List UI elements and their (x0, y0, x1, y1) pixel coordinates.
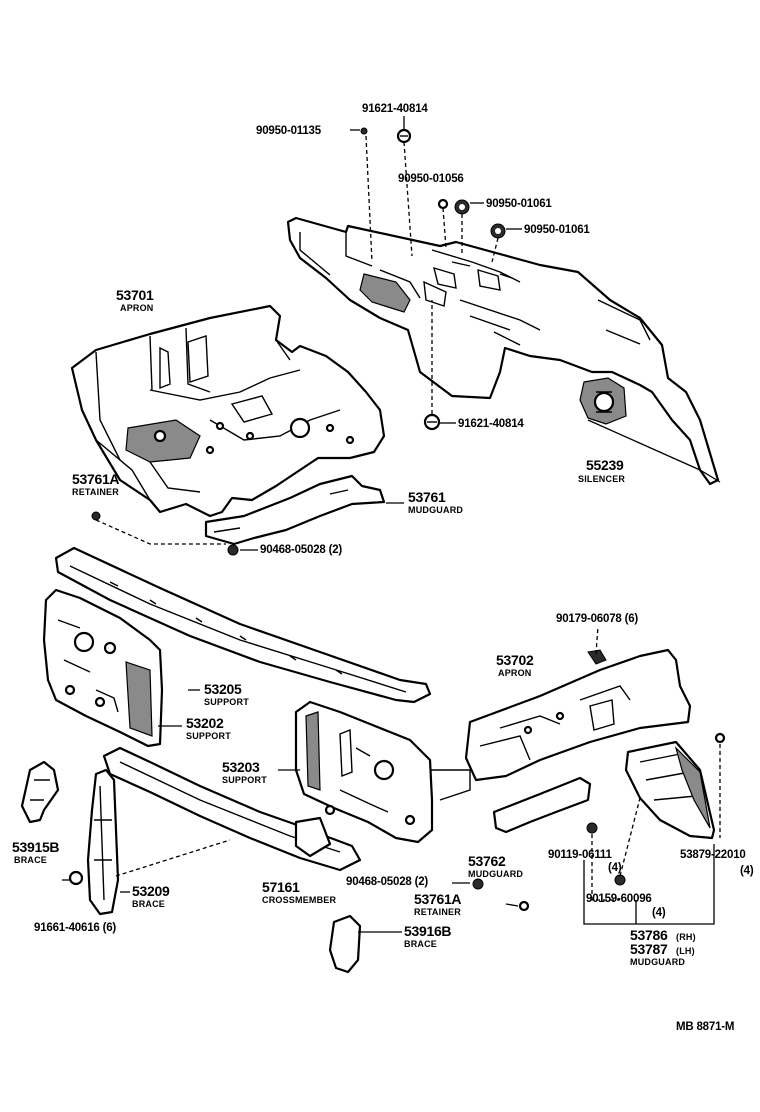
clip-icon (91, 511, 101, 521)
name-brace-1: BRACE (14, 855, 47, 865)
brace-53915b-part (20, 760, 60, 824)
bolt-icon (586, 822, 598, 834)
label-90159-60096: 90159-60096 (586, 893, 652, 905)
label-90950-01061-a: 90950-01061 (486, 198, 552, 210)
suffix-lh: (LH) (676, 946, 695, 956)
dash-silencer-part (286, 216, 720, 486)
label-90179-06078: 90179-06078 (6) (556, 613, 638, 625)
label-53209: 53209 (132, 883, 170, 899)
name-support-2: SUPPORT (186, 731, 231, 741)
suffix-rh: (RH) (676, 932, 696, 942)
bolt-icon (68, 870, 84, 886)
name-mudguard-3: MUDGUARD (630, 957, 685, 967)
support-53205-part (54, 546, 432, 704)
label-53205: 53205 (204, 681, 242, 697)
label-53701: 53701 (116, 287, 154, 303)
clip-icon (518, 900, 530, 912)
qty-90119: (4) (608, 862, 622, 874)
name-support-3: SUPPORT (222, 775, 267, 785)
brace-53209-part (86, 768, 120, 916)
label-91621-40814-mid: 91621-40814 (458, 418, 524, 430)
nut-icon (472, 878, 484, 890)
label-91621-40814-top: 91621-40814 (362, 103, 428, 115)
crossmember-57161-part (102, 746, 362, 872)
label-53761a-1: 53761A (72, 471, 119, 487)
apron-53701-part (70, 304, 386, 518)
name-mudguard-2: MUDGUARD (468, 869, 523, 879)
name-support-1: SUPPORT (204, 697, 249, 707)
label-90950-01061-b: 90950-01061 (524, 224, 590, 236)
part-labels: 91621-40814 90950-01135 90950-01056 9095… (12, 103, 754, 1033)
nut-icon (614, 874, 626, 886)
bolt-icon (423, 413, 441, 431)
label-57161: 57161 (262, 879, 300, 895)
nut-icon (227, 544, 239, 556)
label-53702: 53702 (496, 652, 534, 668)
label-53915b: 53915B (12, 839, 59, 855)
name-apron-2: APRON (498, 668, 532, 678)
label-53761: 53761 (408, 489, 446, 505)
bolt-icon (396, 128, 412, 144)
name-brace-3: BRACE (404, 939, 437, 949)
label-53916b: 53916B (404, 923, 451, 939)
plug-icon (437, 198, 449, 210)
apron-53702-part (464, 648, 692, 782)
qty-90159: (4) (652, 907, 666, 919)
name-brace-2: BRACE (132, 899, 165, 909)
label-53202: 53202 (186, 715, 224, 731)
label-53879-22010: 53879-22010 (680, 849, 746, 861)
label-53787: 53787 (630, 941, 668, 957)
name-apron-1: APRON (120, 303, 154, 313)
grommet-icon (490, 223, 506, 239)
nut-icon (587, 649, 607, 665)
brace-53916b-part (328, 914, 362, 974)
label-55239: 55239 (586, 457, 624, 473)
mudguard-53761-part (204, 474, 386, 546)
name-retainer-1: RETAINER (72, 487, 119, 497)
label-90119-06111: 90119-06111 (548, 849, 612, 861)
label-53786: 53786 (630, 927, 668, 943)
label-90468-05028-1: 90468-05028 (2) (260, 544, 342, 556)
clip-icon (360, 127, 368, 135)
name-mudguard-1: MUDGUARD (408, 505, 463, 515)
name-silencer: SILENCER (578, 474, 625, 484)
support-53203-part (294, 700, 471, 844)
qty-53879: (4) (740, 865, 754, 877)
label-90950-01135: 90950-01135 (256, 125, 322, 137)
label-53762: 53762 (468, 853, 506, 869)
clip-icon (714, 732, 726, 744)
support-53202-part (42, 588, 164, 748)
name-retainer-2: RETAINER (414, 907, 461, 917)
name-crossmember: CROSSMEMBER (262, 895, 337, 905)
mudguard-53786-part (624, 740, 716, 840)
mudguard-53762-part (492, 776, 592, 834)
label-53761a-2: 53761A (414, 891, 461, 907)
label-90468-05028-2: 90468-05028 (2) (346, 876, 428, 888)
footer-code: MB 8871-M (676, 1021, 734, 1033)
leader-lines (62, 116, 721, 933)
label-53203: 53203 (222, 759, 260, 775)
label-91661-40616: 91661-40616 (6) (34, 922, 116, 934)
grommet-icon (454, 199, 470, 215)
label-90950-01056: 90950-01056 (398, 173, 464, 185)
